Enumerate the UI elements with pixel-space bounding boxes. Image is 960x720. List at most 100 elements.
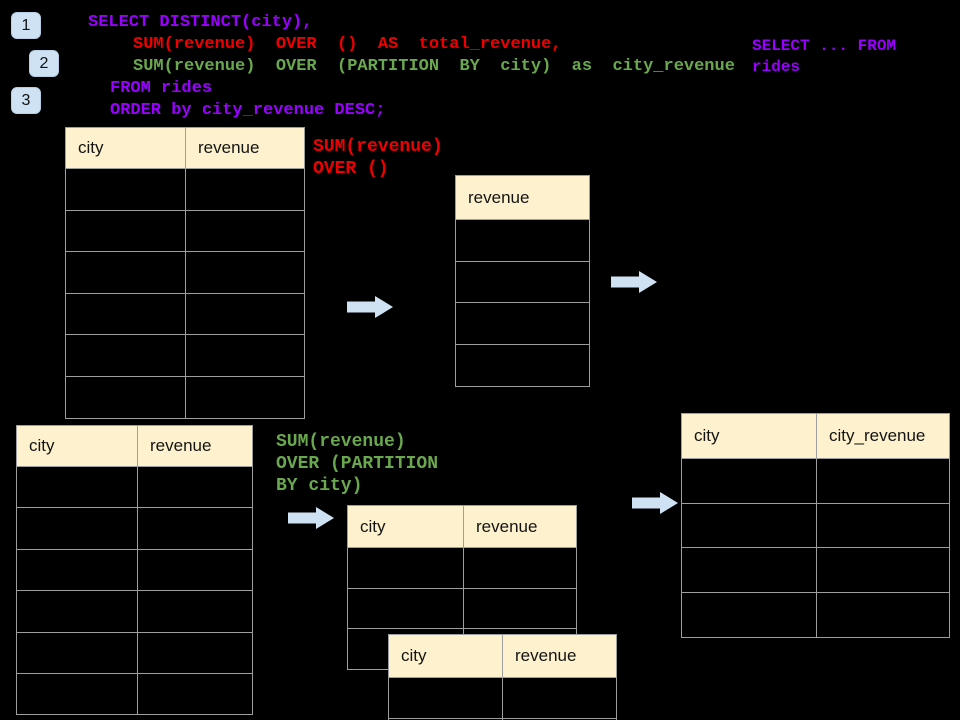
- table-row: [348, 547, 576, 588]
- table-header-row: city revenue: [17, 426, 252, 466]
- table-body: [17, 466, 252, 715]
- arrow-source-to-total-icon: [347, 296, 393, 318]
- table-row: [17, 507, 252, 549]
- arrow-total-to-result-icon: [611, 271, 657, 293]
- table-cell: [817, 593, 949, 637]
- table-cell: [138, 673, 252, 715]
- column-header-revenue: revenue: [198, 138, 260, 157]
- table-row: [17, 672, 252, 715]
- table-row: [456, 219, 589, 261]
- table-row: [682, 458, 949, 503]
- table-row: [682, 547, 949, 593]
- table-cell: [17, 632, 138, 673]
- table-cell: [138, 508, 252, 549]
- table-cell: [66, 169, 186, 210]
- table-row: [348, 587, 576, 629]
- column-header-revenue: revenue: [468, 187, 530, 207]
- table-city-revenue-result: city city_revenue: [681, 413, 950, 638]
- table-body: [66, 168, 304, 418]
- table-cell: [66, 293, 186, 335]
- table-cell: [66, 210, 186, 252]
- arrow-source-to-partition-icon: [288, 507, 334, 529]
- table-cell: [456, 345, 589, 386]
- table-row: [17, 548, 252, 591]
- column-header-city: city: [389, 635, 503, 677]
- table-header-row: city revenue: [348, 506, 576, 547]
- sql-line-from: FROM rides: [110, 79, 213, 98]
- table-cell: [138, 549, 252, 591]
- column-header-city: city: [66, 128, 186, 168]
- annotation-line: SUM(revenue): [313, 137, 443, 157]
- table-header-row: city revenue: [66, 128, 304, 168]
- annotation-line: BY city): [276, 476, 363, 496]
- table-cell: [17, 673, 138, 715]
- table-header-row: revenue: [456, 176, 589, 219]
- side-note-line: SELECT ... FROM: [752, 37, 897, 55]
- annotation-sum-over-total: SUM(revenue) OVER (): [313, 136, 443, 180]
- table-row: [66, 334, 304, 376]
- table-cell: [186, 293, 304, 335]
- table-partition-1: city revenue: [347, 505, 577, 670]
- table-cell: [682, 593, 817, 637]
- table-cell: [682, 548, 817, 593]
- table-cell: [503, 678, 616, 718]
- table-row: [66, 375, 304, 418]
- table-cell: [186, 335, 304, 376]
- table-row: [456, 260, 589, 303]
- table-cell: [348, 548, 464, 588]
- table-row: [456, 344, 589, 386]
- table-cell: [817, 548, 949, 593]
- table-cell: [138, 467, 252, 508]
- column-header-revenue: revenue: [476, 516, 538, 536]
- table-cell: [66, 376, 186, 418]
- table-cell: [17, 591, 138, 632]
- table-cell: [464, 588, 576, 629]
- table-cell: [682, 459, 817, 503]
- table-cell: [17, 549, 138, 591]
- table-row: [17, 466, 252, 508]
- table-row: [456, 302, 589, 345]
- table-row: [66, 168, 304, 210]
- table-cell: [186, 169, 304, 210]
- step-badge-2: 2: [29, 50, 59, 77]
- table-row: [66, 292, 304, 335]
- table-cell: [456, 303, 589, 345]
- table-body: [389, 677, 616, 720]
- table-rides-source-bottom: city revenue: [16, 425, 253, 716]
- step-badge-3: 3: [11, 87, 41, 114]
- sql-line-city-revenue: SUM(revenue) OVER (PARTITION BY city) as…: [133, 57, 735, 76]
- table-cell: [389, 678, 503, 718]
- column-header-city-revenue: city_revenue: [829, 426, 926, 445]
- table-row: [389, 677, 616, 718]
- table-row: [17, 590, 252, 632]
- table-cell: [186, 252, 304, 293]
- annotation-line: OVER (PARTITION: [276, 454, 439, 474]
- table-body: [456, 219, 589, 386]
- table-cell: [17, 508, 138, 549]
- table-row: [66, 209, 304, 252]
- table-row: [682, 502, 949, 548]
- annotation-sum-over-partition: SUM(revenue) OVER (PARTITION BY city): [276, 431, 438, 497]
- table-cell: [138, 632, 252, 673]
- table-row: [682, 592, 949, 637]
- table-header-row: city revenue: [389, 635, 616, 677]
- table-cell: [348, 588, 464, 629]
- side-note-select-from: SELECT ... FROM rides: [752, 36, 896, 78]
- step-badge-1: 1: [11, 12, 41, 39]
- column-header-city: city: [682, 414, 817, 458]
- sql-line-order-by: ORDER by city_revenue DESC;: [110, 101, 386, 120]
- column-header-revenue: revenue: [150, 436, 212, 455]
- table-cell: [464, 548, 576, 588]
- table-row: [17, 631, 252, 673]
- annotation-line: OVER (): [313, 159, 389, 179]
- table-partition-2: city revenue: [388, 634, 617, 720]
- table-cell: [186, 210, 304, 252]
- side-note-line: rides: [752, 58, 801, 76]
- sql-code-block: SELECT DISTINCT(city), SUM(revenue) OVER…: [88, 12, 735, 122]
- table-row: [66, 251, 304, 293]
- column-header-revenue: revenue: [515, 646, 577, 665]
- table-cell: [456, 220, 589, 261]
- table-cell: [66, 252, 186, 293]
- column-header-city: city: [17, 426, 138, 466]
